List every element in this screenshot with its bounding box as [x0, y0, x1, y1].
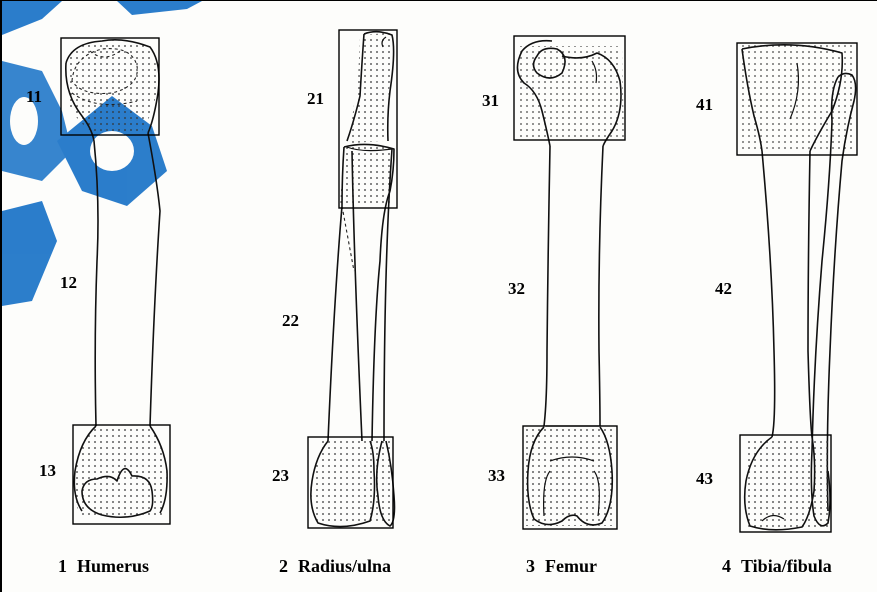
segment-label-13: 13	[39, 461, 56, 481]
femur-bone	[517, 41, 624, 526]
segment-boxes	[61, 30, 857, 532]
caption-number: 2	[279, 556, 288, 576]
segment-label-12: 12	[60, 273, 77, 293]
caption-femur: 3 Femur	[526, 556, 597, 577]
segment-label-31: 31	[482, 91, 499, 111]
caption-name: Humerus	[77, 556, 149, 576]
caption-number: 4	[722, 556, 731, 576]
tibia-fibula-bones	[742, 45, 856, 531]
segment-label-22: 22	[282, 311, 299, 331]
caption-number: 3	[526, 556, 535, 576]
caption-name: Radius/ulna	[298, 556, 391, 576]
segment-label-32: 32	[508, 279, 525, 299]
caption-radius-ulna: 2 Radius/ulna	[279, 556, 391, 577]
segment-label-42: 42	[715, 279, 732, 299]
caption-humerus: 1 Humerus	[58, 556, 149, 577]
caption-tibia-fibula: 4 Tibia/fibula	[722, 556, 832, 577]
segment-label-11: 11	[26, 87, 42, 107]
humerus-bone	[66, 40, 167, 517]
caption-number: 1	[58, 556, 67, 576]
segment-label-33: 33	[488, 466, 505, 486]
caption-name: Tibia/fibula	[741, 556, 832, 576]
caption-name: Femur	[545, 556, 597, 576]
segment-label-43: 43	[696, 469, 713, 489]
segment-label-21: 21	[307, 89, 324, 109]
segment-label-23: 23	[272, 466, 289, 486]
segment-label-41: 41	[696, 95, 713, 115]
